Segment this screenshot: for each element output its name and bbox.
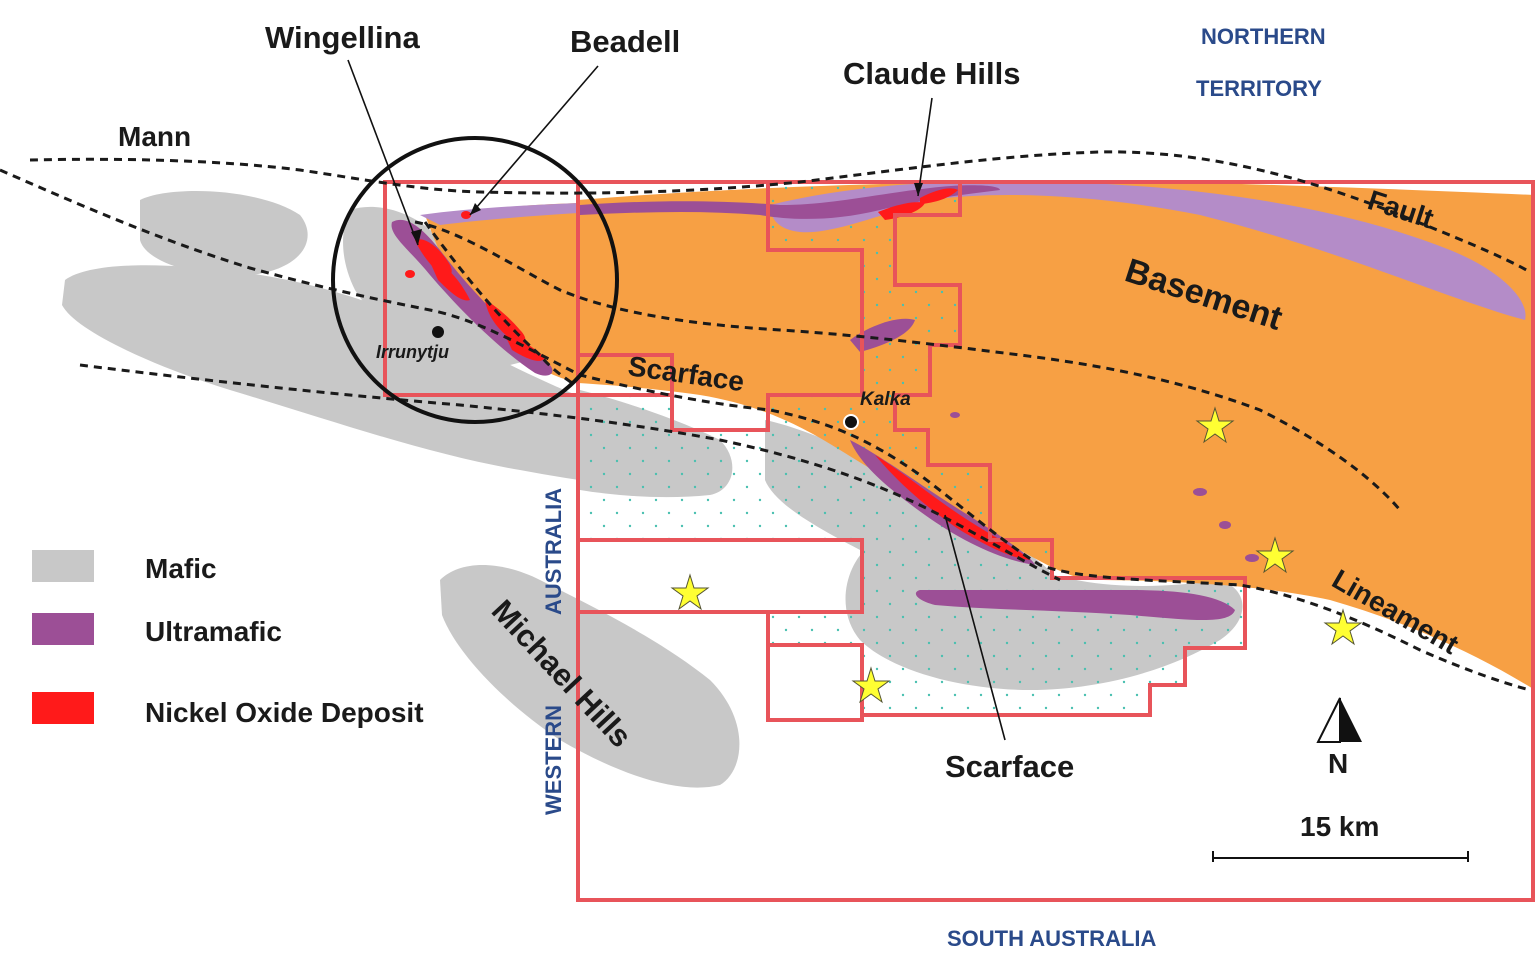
- state-label-south-australia: SOUTH AUSTRALIA: [947, 926, 1157, 951]
- label-irrunytju: Irrunytju: [376, 342, 449, 362]
- label-claude-hills: Claude Hills: [843, 56, 1020, 91]
- legend-swatch-ultramafic: [32, 613, 94, 645]
- basement-unit: [578, 182, 1535, 690]
- legend-label-ultramafic: Ultramafic: [145, 616, 282, 647]
- fault-lines: [0, 150, 1531, 692]
- wingellina-highlight-circle: [331, 136, 619, 424]
- label-kalka: Kalka: [860, 389, 911, 410]
- irrunytju-town-marker: [432, 326, 444, 338]
- prospect-stars: [670, 406, 1363, 704]
- north-arrow-icon: N: [1316, 697, 1362, 779]
- dotted-zones: [578, 182, 1245, 715]
- scale-bar: 15 km: [1212, 811, 1469, 862]
- legend-swatch-nickel: [32, 692, 94, 724]
- legend-label-nickel: Nickel Oxide Deposit: [145, 697, 424, 728]
- star-icon: [1323, 608, 1363, 646]
- label-mann: Mann: [118, 121, 191, 152]
- star-icon: [670, 573, 710, 611]
- star-icon: [1195, 406, 1235, 444]
- legend: Mafic Ultramafic Nickel Oxide Deposit: [32, 550, 424, 728]
- state-label-western: WESTERN: [541, 705, 566, 815]
- leader-lines: [347, 59, 1006, 741]
- star-icon: [851, 666, 891, 704]
- star-icon: [1255, 536, 1295, 574]
- scale-bar-label: 15 km: [1300, 811, 1379, 842]
- state-label-northern-territory-2: TERRITORY: [1196, 76, 1322, 101]
- label-scarface-lower: Scarface: [945, 749, 1074, 784]
- kalka-town-marker: [843, 414, 859, 430]
- tenement-boundaries: [383, 180, 1535, 902]
- label-beadell: Beadell: [570, 24, 680, 59]
- state-label-australia: AUSTRALIA: [541, 488, 566, 615]
- state-label-northern-territory-1: NORTHERN: [1201, 24, 1326, 49]
- basement-tongue: [425, 203, 578, 383]
- legend-label-mafic: Mafic: [145, 553, 217, 584]
- legend-swatch-mafic: [32, 550, 94, 582]
- label-wingellina: Wingellina: [265, 20, 420, 55]
- leader-arrowheads: [411, 183, 923, 245]
- north-arrow-label: N: [1328, 748, 1348, 779]
